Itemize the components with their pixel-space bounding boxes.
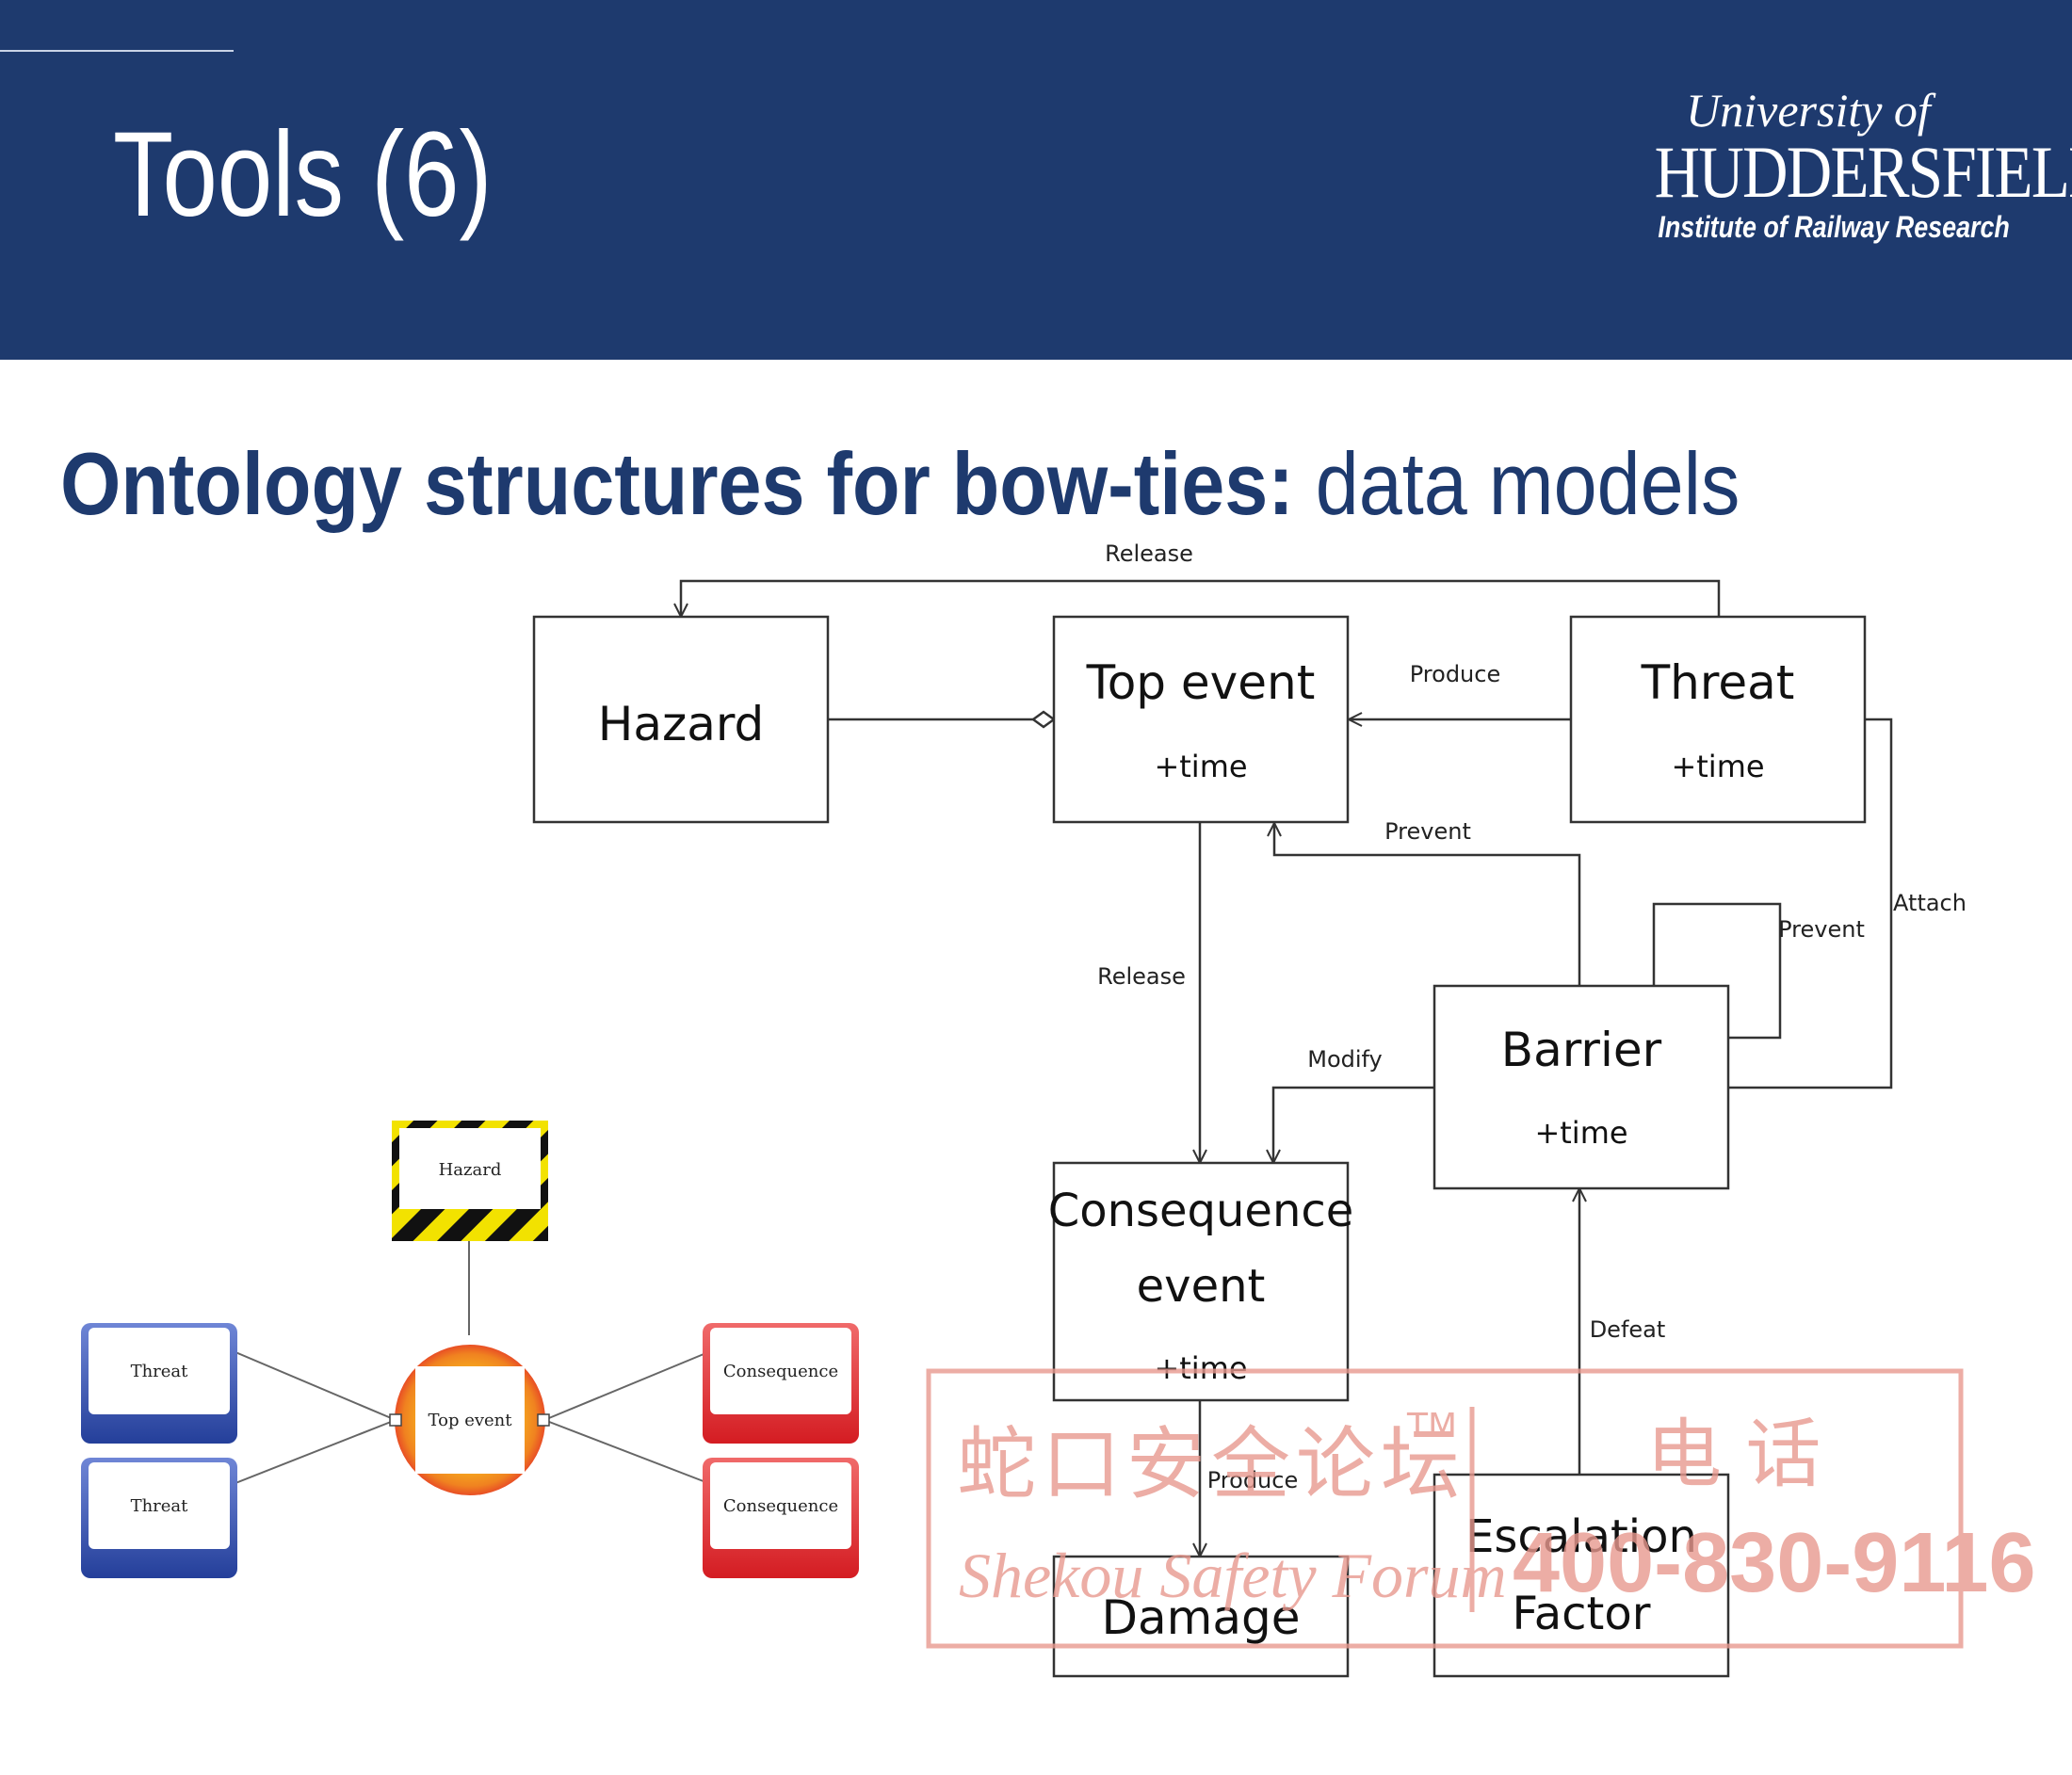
relation-label-release-down: Release xyxy=(1097,963,1186,990)
class-name-consequence-line2: event xyxy=(1137,1260,1266,1313)
watermark-tm: TM xyxy=(1406,1407,1457,1445)
class-name-top-event: Top event xyxy=(1086,655,1316,710)
bowtie-top-event-box xyxy=(415,1366,525,1474)
subtitle-regular: data models xyxy=(1293,434,1740,533)
bowtie-threat-label-2: Threat xyxy=(131,1496,189,1516)
edge-barrier-prevent-top-event xyxy=(1274,823,1581,986)
header-rule xyxy=(0,50,234,52)
class-name-barrier: Barrier xyxy=(1501,1023,1662,1077)
bowtie-link-consequence1 xyxy=(543,1351,709,1421)
slide-subtitle: Ontology structures for bow-ties: data m… xyxy=(60,433,1740,535)
watermark-phone-label: 电 话 xyxy=(1646,1411,1821,1498)
bowtie-threat-inner-2 xyxy=(89,1462,230,1549)
relation-label-produce-damage: Produce xyxy=(1207,1467,1298,1493)
bowtie-link-threat2 xyxy=(235,1419,397,1484)
class-box-top-event xyxy=(1052,615,1350,824)
relation-label-prevent-barrier: Prevent xyxy=(1384,818,1471,845)
class-name-hazard: Hazard xyxy=(598,697,765,751)
subtitle-bold: Ontology structures for bow-ties: xyxy=(60,434,1294,533)
bowtie-consequence-inner-2 xyxy=(710,1462,851,1549)
edge-barrier-modify-consequence xyxy=(1273,1086,1434,1163)
class-name-damage: Damage xyxy=(1102,1590,1301,1645)
class-box-damage xyxy=(1052,1555,1350,1678)
class-box-hazard xyxy=(532,615,830,824)
bowtie-connector-left xyxy=(389,1413,402,1427)
watermark-phone: 400-830-9116 xyxy=(1513,1516,2036,1610)
watermark-en-name: Shekou Safety Forum xyxy=(959,1540,1507,1611)
bowtie-threat-label-1: Threat xyxy=(131,1362,189,1381)
edge-threat-release-hazard xyxy=(681,579,1721,617)
class-name-escalation-line2: Factor xyxy=(1513,1588,1651,1640)
aggregation-diamond xyxy=(1030,710,1057,729)
watermark: 蛇口安全论坛 TM Shekou Safety Forum 电 话 400-83… xyxy=(926,1368,2036,1649)
bowtie-link-consequence2 xyxy=(543,1419,709,1484)
relation-label-prevent-self: Prevent xyxy=(1778,916,1865,943)
bowtie-connector-right xyxy=(537,1413,550,1427)
bowtie-consequence-inner-1 xyxy=(710,1328,851,1414)
slide-title: Tools (6) xyxy=(113,107,493,242)
logo-line-institute: Institute of Railway Research xyxy=(1658,209,2010,244)
watermark-frame xyxy=(926,1368,1964,1649)
class-box-consequence xyxy=(1052,1161,1350,1402)
relation-label-attach: Attach xyxy=(1893,890,1967,916)
header-bar: Tools (6) University of HUDDERSFIELD Ins… xyxy=(0,0,2072,360)
relation-label-modify: Modify xyxy=(1307,1046,1383,1073)
bowtie-hazard-label: Hazard xyxy=(439,1160,502,1180)
watermark-cn-name: 蛇口安全论坛 xyxy=(957,1418,1465,1510)
class-box-threat xyxy=(1569,615,1867,824)
logo-line-university-of: University of xyxy=(1686,84,1931,137)
class-attr-top-event: +time xyxy=(1154,749,1247,784)
class-attr-consequence: +time xyxy=(1154,1350,1247,1386)
class-box-escalation xyxy=(1433,1473,1730,1678)
bowtie-hazard-box xyxy=(399,1128,541,1209)
bowtie-consequence-label-1: Consequence xyxy=(723,1362,838,1381)
edge-barrier-attach-threat xyxy=(1728,718,1893,1089)
bowtie-diagram: Hazard Top event Threat Threat Consequen… xyxy=(81,1121,859,1578)
bowtie-link-threat1 xyxy=(235,1351,397,1421)
edge-barrier-prevent-self xyxy=(1652,902,1782,1040)
relation-label-release-top: Release xyxy=(1105,541,1193,567)
relation-label-defeat: Defeat xyxy=(1590,1316,1666,1343)
class-name-threat: Threat xyxy=(1641,655,1795,710)
class-name-consequence-line1: Consequence xyxy=(1048,1185,1354,1237)
class-attr-threat: +time xyxy=(1671,749,1764,784)
bowtie-consequence-label-2: Consequence xyxy=(723,1496,838,1516)
bowtie-top-event-label: Top event xyxy=(429,1411,513,1430)
class-attr-barrier: +time xyxy=(1534,1115,1627,1151)
bowtie-threat-inner-1 xyxy=(89,1328,230,1414)
relation-label-produce-threat: Produce xyxy=(1410,661,1500,687)
class-box-barrier xyxy=(1433,984,1730,1190)
class-name-escalation-line1: Escalation xyxy=(1465,1510,1697,1563)
